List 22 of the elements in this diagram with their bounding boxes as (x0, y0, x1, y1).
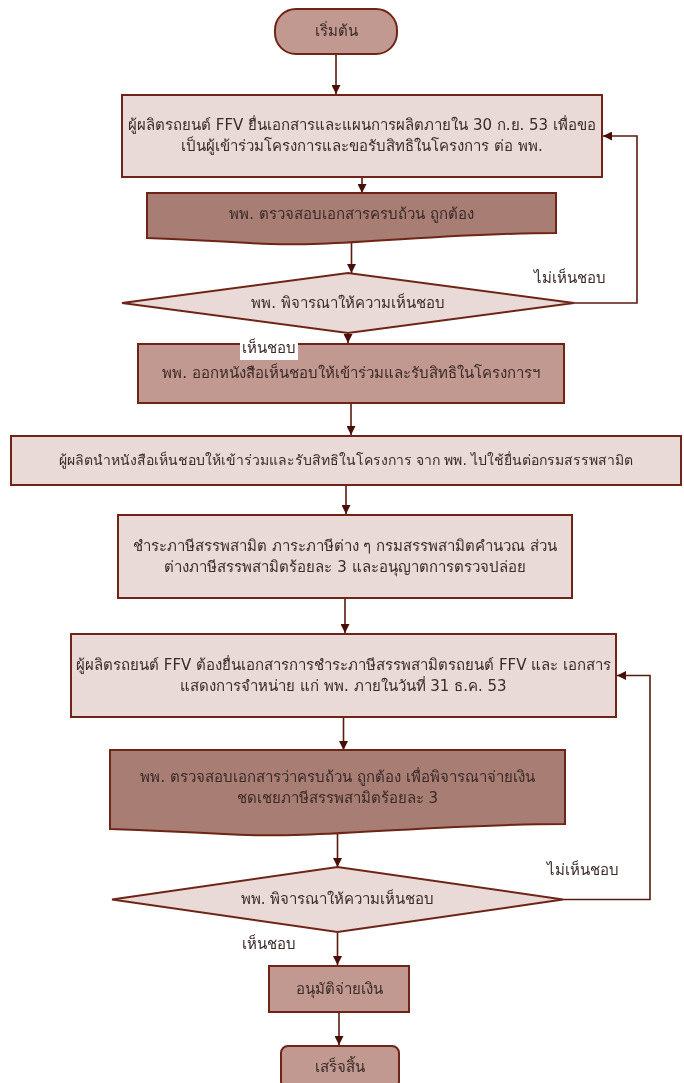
arrow (333, 931, 342, 966)
end-terminal: เสร็จสิ้น (280, 1045, 400, 1083)
document-shape: พพ. ตรวจสอบเอกสารครบถ้วน ถูกต้อง (147, 193, 556, 247)
start-terminal: เริ่มต้น (274, 8, 398, 55)
process-box: ผู้ผลิตรถยนต์ FFV ต้องยื่นเอกสารการชำระภาษีสรรพสามิตรถยนต์ FFV และ เอกสารแสดงการจำหน่าย แก่ พพ. ภายในวันที่ 31 ธ.ค. 53 (70, 633, 617, 718)
process-box: ผู้ผลิตนำหนังสือเห็นชอบให้เข้าร่วมและรับสิทธิในโครงการ จาก พพ. ไปใช้ยื่นต่อกรมสรรพสามิต (10, 435, 682, 486)
arrow (340, 598, 350, 634)
document-shape: พพ. ตรวจสอบเอกสารว่าครบถ้วน ถูกต้อง เพื่อพิจารณาจ่ายเงินชดเชยภาษีสรรพสามิตร้อยละ 3 (110, 750, 565, 838)
arrow (341, 485, 351, 515)
process-box: ผู้ผลิตรถยนต์ FFV ยื่นเอกสารและแผนการผลิตภายใน 30 ก.ย. 53 เพื่อขอเป็นผู้เข้าร่วมโครงการและขอรับสิทธิในโครงการ ต่อ พพ. (121, 94, 603, 178)
arrow (343, 332, 353, 344)
process-box: อนุมัติจ่ายเงิน (268, 965, 410, 1013)
arrow (573, 131, 638, 304)
edge-label: เห็นชอบ (240, 336, 298, 360)
arrow (334, 1012, 344, 1046)
arrow (339, 717, 348, 751)
arrow (331, 54, 341, 95)
arrow (357, 177, 367, 194)
arrow (347, 240, 356, 274)
arrow (562, 671, 651, 901)
arrow (346, 403, 356, 436)
process-box: ชำระภาษีสรรพสามิต ภาระภาษีต่าง ๆ กรมสรรพสามิตคำนวณ ส่วนต่างภาษีสรรพสามิตร้อยละ 3 และอนุญาตการตรวจปล่อย (117, 514, 573, 599)
